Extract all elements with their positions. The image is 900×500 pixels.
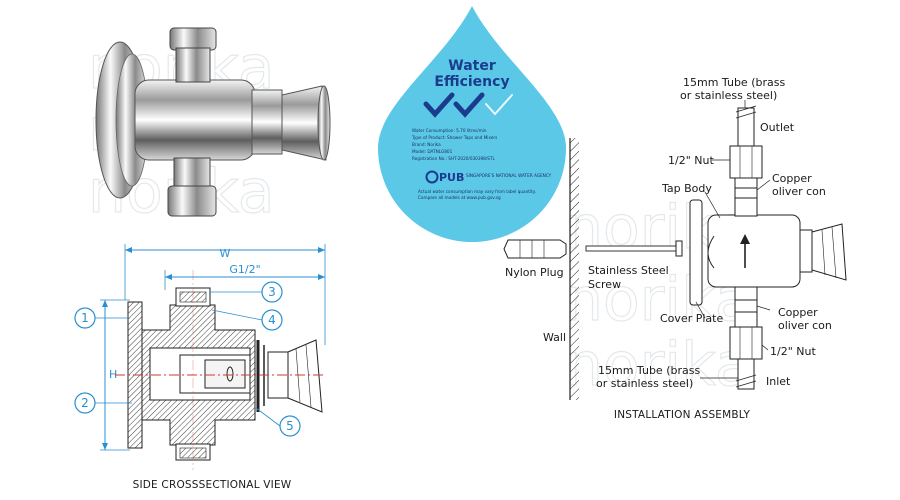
label-copper-bottom: Copper: [778, 306, 818, 319]
label-outlet: Outlet: [760, 121, 795, 134]
badge-title-line1: Water: [448, 58, 496, 74]
badge-info-line: Brand: Norika: [412, 142, 441, 147]
label-tube-top: 15mm Tube (brass: [683, 76, 785, 89]
check-icon: [453, 92, 485, 118]
label-cover-plate: Cover Plate: [660, 312, 723, 325]
badge-info-line: Registration No.: SHT-2020/030398/STL: [412, 156, 495, 161]
callout-3: 3: [268, 285, 276, 299]
check-outline-icon: [485, 94, 513, 116]
badge-title-line2: Efficiency: [434, 74, 509, 90]
badge-info-line: Model: DATNLG801: [412, 149, 453, 154]
label-inlet: Inlet: [766, 375, 791, 388]
callout-2: 2: [81, 396, 89, 410]
label-copper-top: Copper: [772, 172, 812, 185]
dim-h-label: H: [109, 368, 117, 381]
label-copper-bottom-2: oliver con: [778, 319, 832, 332]
tap-product-photo: [95, 27, 331, 217]
badge-info-line: Water Consumption: 5.70 litres/min: [412, 128, 487, 133]
label-tube-bottom-2: or stainless steel): [596, 377, 693, 390]
label-copper-top-2: oliver con: [772, 185, 826, 198]
pub-label: PUB: [439, 171, 464, 184]
badge-footer: Actual water consumption may vary from l…: [418, 189, 536, 194]
water-efficiency-badge: Water Efficiency Water Consumption: 5.70…: [378, 6, 566, 242]
label-screw-2: Screw: [588, 278, 621, 291]
pub-subtitle: SINGAPORE'S NATIONAL WATER AGENCY: [466, 173, 552, 178]
badge-footer: Compare all models at www.pub.gov.sg: [418, 195, 501, 200]
side-cross-section: W G1/2" H: [74, 244, 326, 491]
label-tap-body: Tap Body: [661, 182, 712, 195]
dim-g-label: G1/2": [229, 263, 260, 276]
water-drop-shape: [378, 6, 566, 242]
check-icon: [423, 92, 455, 118]
callout-4: 4: [268, 313, 276, 327]
badge-info-line: Type of Product: Shower Taps and Mixers: [411, 135, 497, 140]
label-nut-top: 1/2" Nut: [668, 154, 714, 167]
watermark-text: norika: [565, 330, 752, 400]
assembly-caption: INSTALLATION ASSEMBLY: [614, 409, 751, 421]
dim-w-label: W: [220, 247, 231, 260]
callout-5: 5: [286, 419, 294, 433]
installation-assembly: 15mm Tube (brass or stainless steel) Out…: [503, 76, 847, 421]
callout-1: 1: [81, 311, 89, 325]
pub-logo-icon: [425, 170, 439, 184]
label-screw: Stainless Steel: [588, 264, 669, 277]
label-wall: Wall: [543, 331, 566, 344]
label-tube-bottom: 15mm Tube (brass: [598, 364, 700, 377]
cross-section-caption: SIDE CROSSSECTIONAL VIEW: [133, 479, 292, 491]
label-tube-top-2: or stainless steel): [680, 89, 777, 102]
label-nylon-plug: Nylon Plug: [505, 266, 564, 279]
label-nut-bottom: 1/2" Nut: [770, 345, 816, 358]
